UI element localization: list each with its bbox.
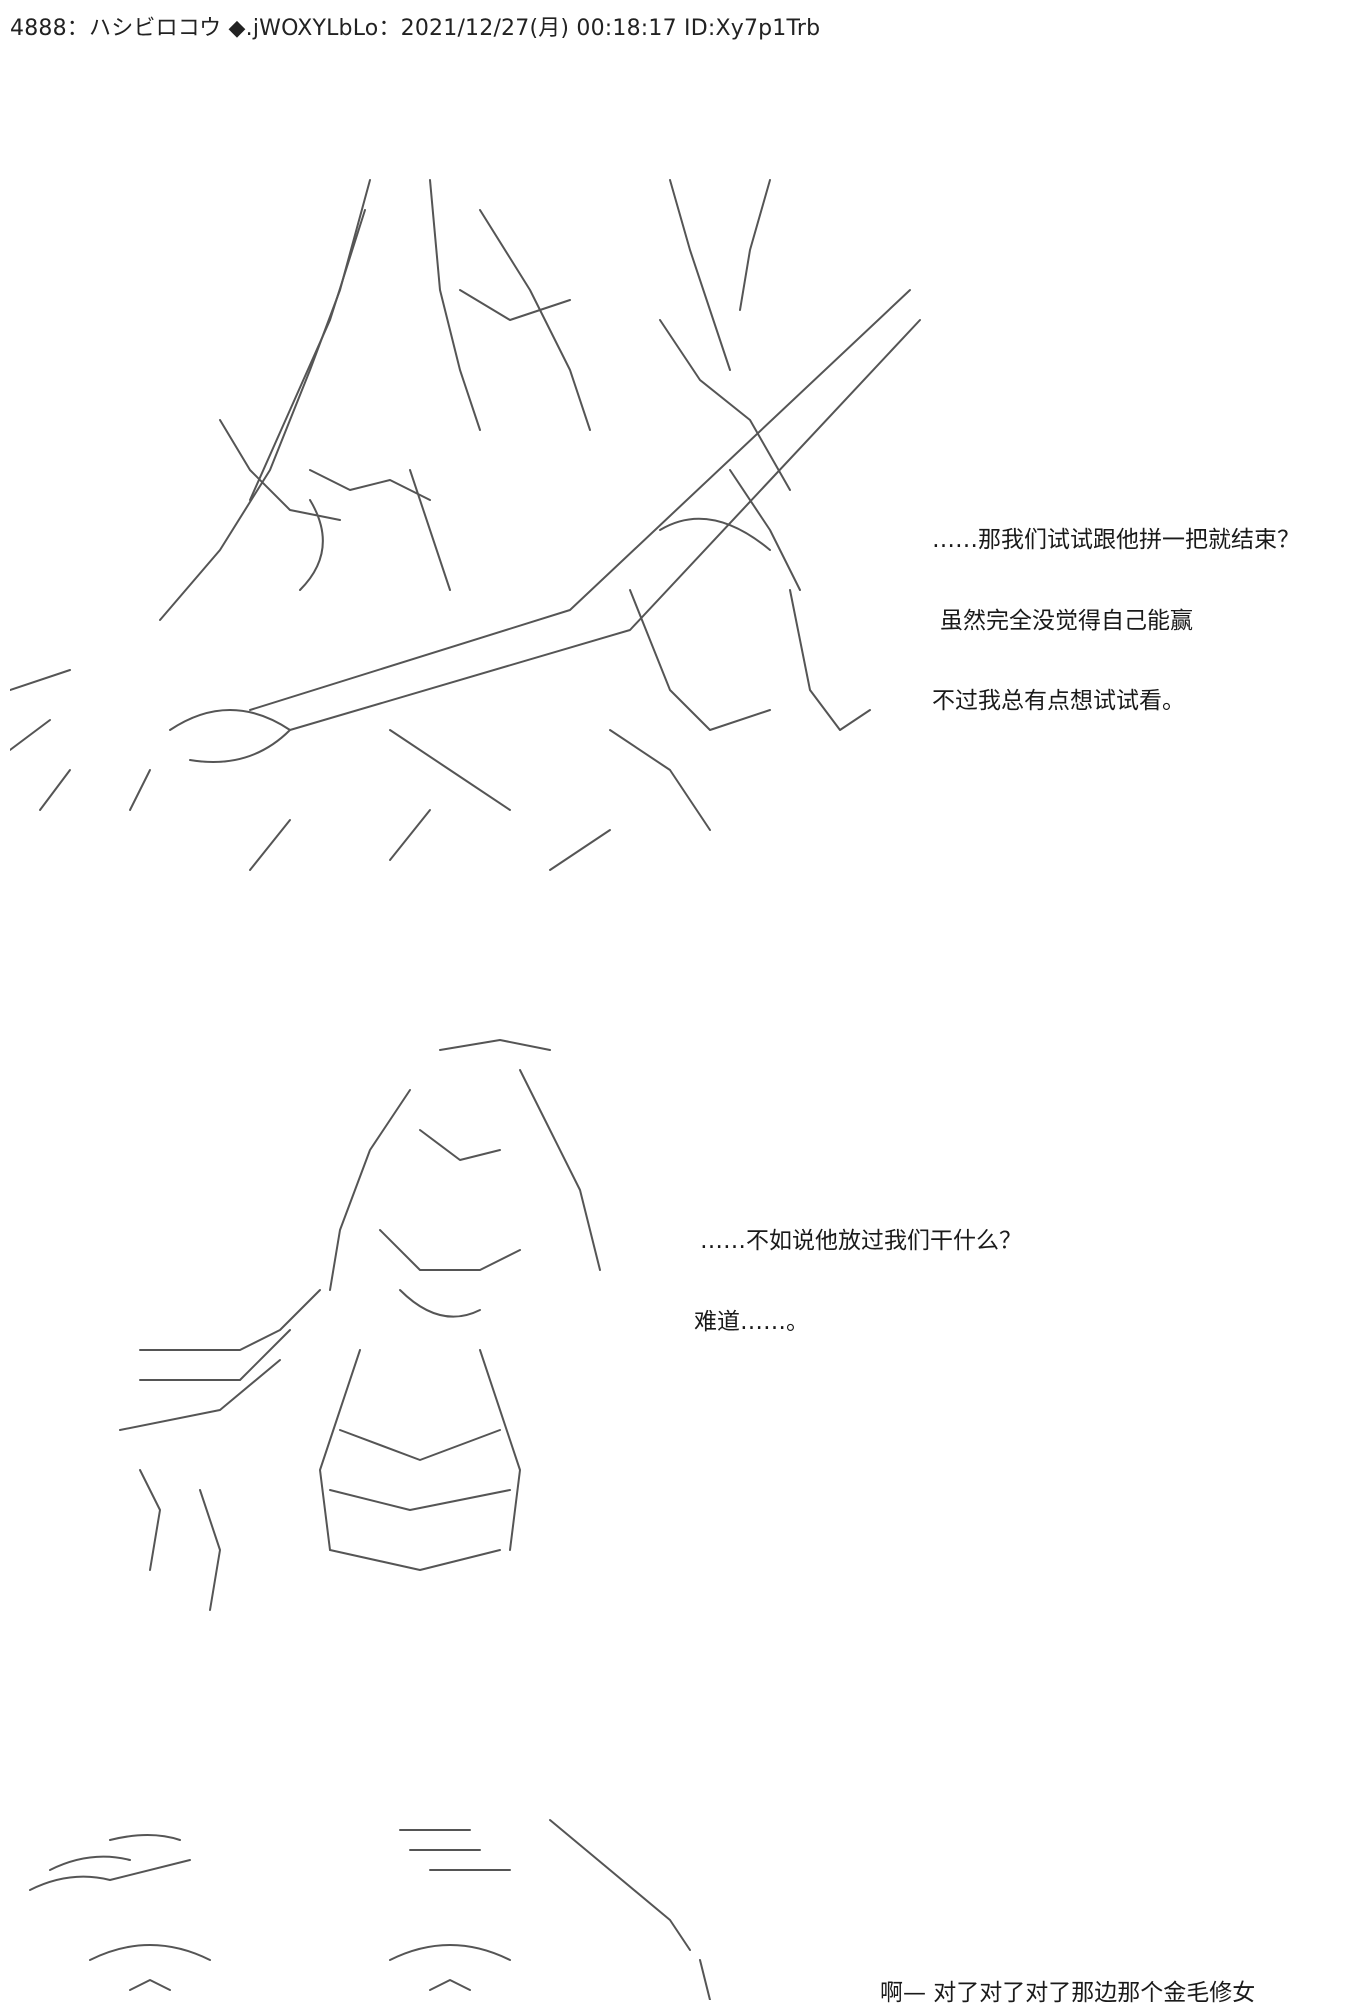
panel-3-ascii-art: [10, 1810, 730, 2000]
panel-1-line-2: 虽然完全没觉得自己能赢: [940, 608, 1193, 634]
panel-1-line-1: ……那我们试试跟他拼一把就结束？: [932, 527, 1300, 553]
panel-2-ascii-art: [80, 1030, 680, 1650]
panel-3-line-1: 啊— 对了对了对了那边那个金毛修女: [880, 1980, 1256, 2006]
panel-1-ascii-art: [10, 170, 930, 910]
panel-2-line-1: ……不如说他放过我们干什么？: [700, 1228, 1022, 1254]
panel-1-line-3: 不过我总有点想试试看。: [932, 688, 1185, 714]
post-header: 4888：ハシビロコウ ◆.jWOXYLbLo：2021/12/27(月) 00…: [10, 16, 821, 41]
panel-2-line-2: 难道……。: [694, 1309, 809, 1335]
